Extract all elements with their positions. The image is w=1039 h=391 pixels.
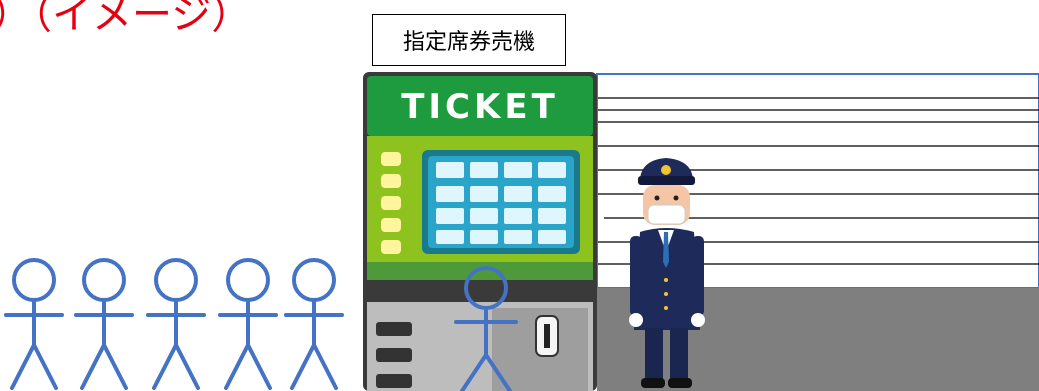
page-title: ）（イメージ）	[0, 0, 252, 38]
station-staff-illustration	[629, 158, 705, 388]
card-slot	[376, 348, 412, 362]
stick-figure	[218, 258, 278, 390]
stick-figure	[146, 258, 206, 390]
stick-figure	[74, 258, 134, 390]
stick-figure	[284, 258, 344, 390]
queue-stick-figures	[4, 258, 344, 390]
ticket-sign-text: TICKET	[401, 87, 559, 127]
side-button	[381, 218, 401, 232]
side-button	[381, 196, 401, 210]
ticket-machine: TICKET	[363, 72, 597, 391]
side-button	[381, 152, 401, 166]
stick-figure	[4, 258, 64, 390]
machine-label-box: 指定席券売機	[372, 14, 566, 66]
stick-figure-at-machine	[454, 266, 518, 391]
card-slot	[376, 322, 412, 336]
ticket-slot	[376, 374, 412, 388]
side-button	[381, 174, 401, 188]
side-button	[381, 240, 401, 254]
